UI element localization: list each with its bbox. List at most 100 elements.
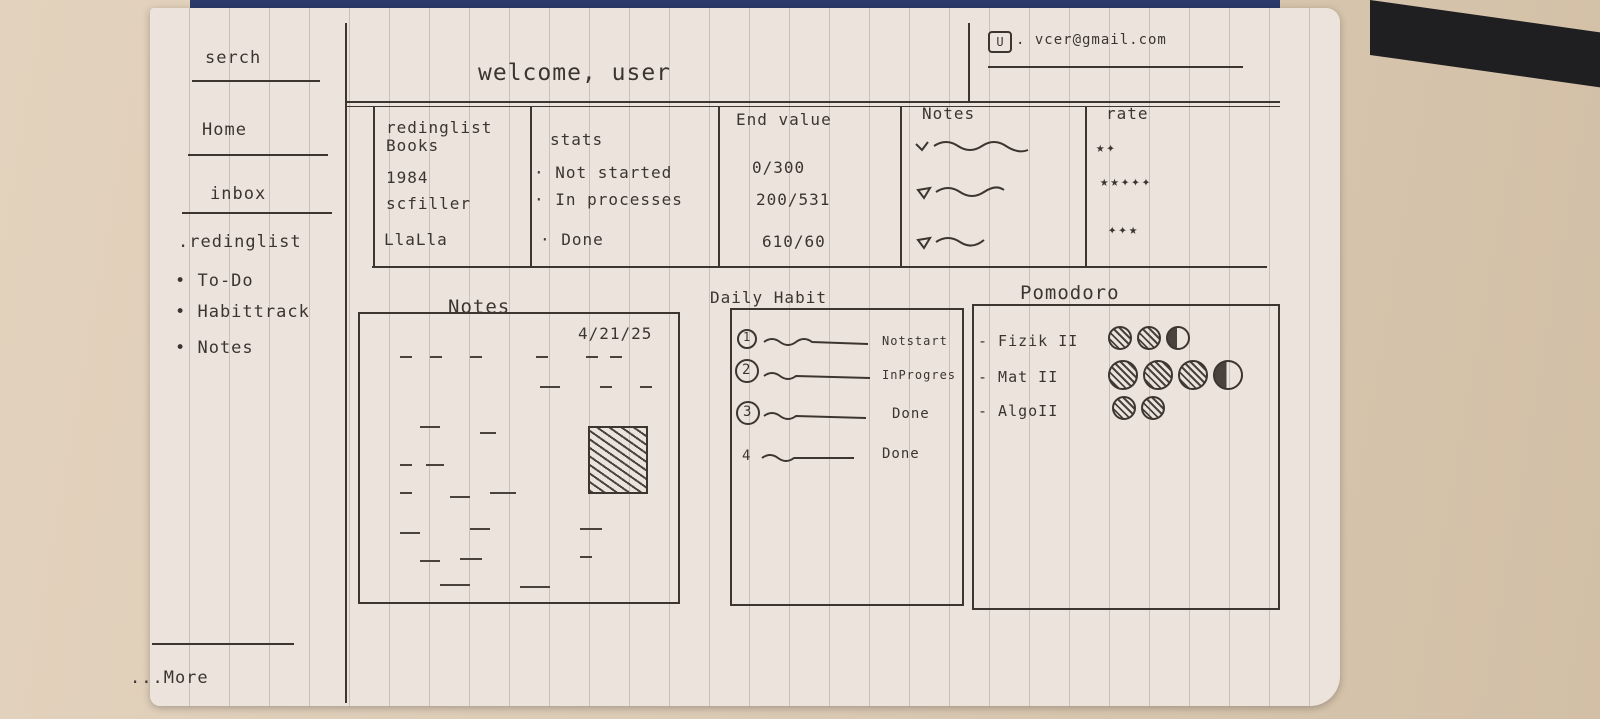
note-line [480, 432, 496, 434]
home-underline [188, 154, 328, 156]
habit-number: 2 [742, 362, 752, 378]
table-row-rating[interactable]: ★★✦✦✦ [1100, 174, 1153, 190]
table-row-status[interactable]: · In processes [534, 190, 683, 209]
note-line [400, 464, 412, 466]
note-line [536, 356, 548, 358]
table-row-book-name[interactable]: LlaLla [384, 230, 448, 249]
note-line [470, 528, 490, 530]
habit-number: 3 [743, 404, 753, 420]
column-header-readinglist: redinglist [386, 118, 493, 137]
user-email[interactable]: . vcer@gmail.com [1016, 32, 1167, 48]
inbox-underline [182, 212, 332, 214]
notes-panel[interactable]: 4/21/25 [358, 312, 680, 604]
search-underline [192, 80, 320, 82]
pomodoro-tomatoes [1112, 396, 1170, 420]
sidebar-item-inbox[interactable]: inbox [210, 184, 267, 204]
note-line [520, 586, 550, 588]
column-header-end-value: End value [736, 110, 832, 129]
pomodoro-subject[interactable]: - AlgoII [978, 402, 1059, 420]
tomato-icon [1108, 326, 1132, 350]
sidebar-divider [345, 23, 347, 703]
pomodoro-panel-title: Pomodoro [1020, 282, 1120, 304]
pomodoro-subject[interactable]: - Mat II [978, 368, 1059, 386]
search-input[interactable]: serch [205, 48, 262, 68]
table-row-status[interactable]: · Not started [534, 163, 673, 182]
more-divider [152, 643, 294, 645]
sidebar-item-home[interactable]: Home [202, 120, 247, 140]
note-line [610, 356, 622, 358]
pomodoro-panel[interactable]: - Fizik II - Mat II - AlgoII [972, 304, 1280, 610]
note-line [420, 560, 440, 562]
pomodoro-tomatoes [1108, 360, 1248, 390]
habit-squiggles [735, 329, 871, 462]
pomodoro-subject[interactable]: - Fizik II [978, 332, 1079, 350]
sidebar-item-readinglist[interactable]: .redinglist [178, 232, 302, 252]
table-row-value: 0/300 [752, 158, 806, 177]
tomato-icon [1112, 396, 1136, 420]
table-left-border [373, 106, 375, 268]
habit-status[interactable]: Done [882, 446, 920, 462]
image-thumbnail[interactable] [588, 426, 648, 494]
table-col-divider-1 [530, 106, 532, 268]
habit-status[interactable]: Notstart [882, 334, 948, 348]
column-header-rate: rate [1106, 104, 1149, 123]
tomato-icon [1141, 396, 1165, 420]
sketch-paper: serch Home inbox .redinglist • To-Do • H… [130, 8, 1340, 706]
habit-status[interactable]: InProgres [882, 368, 957, 382]
sidebar-item-todo[interactable]: • To-Do [175, 271, 254, 291]
table-row-value: 200/531 [756, 190, 831, 209]
table-col-divider-4 [1085, 106, 1087, 268]
column-header-status: stats [550, 130, 604, 149]
table-row-value: 610/60 [762, 232, 826, 251]
note-line [470, 356, 482, 358]
pomodoro-tomatoes [1108, 326, 1195, 350]
note-line [450, 496, 470, 498]
tomato-icon [1108, 360, 1138, 390]
habit-panel-title: Daily Habit [710, 288, 827, 307]
note-line [400, 492, 412, 494]
note-line [640, 386, 652, 388]
note-line [430, 356, 442, 358]
table-row-rating[interactable]: ✦✦★ [1108, 222, 1140, 238]
note-line [420, 426, 440, 428]
desk-object [1370, 0, 1600, 88]
tomato-icon [1166, 326, 1190, 350]
note-line [580, 556, 592, 558]
account-divider [968, 23, 970, 103]
table-bottom-line [372, 266, 1267, 268]
note-line [426, 464, 444, 466]
tomato-icon [1178, 360, 1208, 390]
column-header-notes: Notes [922, 104, 976, 123]
table-row-book-name[interactable]: 1984 [386, 168, 429, 187]
table-row-book-name[interactable]: scfiller [386, 194, 472, 213]
habit-number: 4 [742, 448, 752, 464]
tomato-icon [1137, 326, 1161, 350]
tomato-icon [1143, 360, 1173, 390]
page-title: welcome, user [478, 60, 672, 86]
daily-habit-panel[interactable]: 1 Notstart 2 InProgres 3 Done 4 Done [730, 308, 964, 606]
table-row-status[interactable]: · Done [540, 230, 604, 249]
note-line [400, 356, 412, 358]
table-col-divider-3 [900, 106, 902, 268]
notes-squiggles [915, 141, 1029, 250]
note-line [440, 584, 470, 586]
note-line [600, 386, 612, 388]
notes-date: 4/21/25 [578, 324, 653, 343]
note-line [490, 492, 516, 494]
header-divider [345, 101, 1280, 103]
tomato-icon [1213, 360, 1243, 390]
sidebar-item-habittrack[interactable]: • Habittrack [175, 302, 310, 322]
note-line [540, 386, 560, 388]
table-top-line [345, 106, 1280, 107]
sidebar-item-notes[interactable]: • Notes [175, 338, 254, 358]
sidebar-item-more[interactable]: ...More [130, 668, 209, 688]
email-underline [988, 66, 1243, 68]
table-row-book-name: Books [386, 136, 440, 155]
habit-status[interactable]: Done [892, 406, 930, 422]
note-line [460, 558, 482, 560]
table-col-divider-2 [718, 106, 720, 268]
table-row-rating[interactable]: ★✦ [1096, 140, 1117, 156]
note-line [400, 532, 420, 534]
user-avatar[interactable]: U [988, 31, 1012, 53]
note-line [586, 356, 598, 358]
